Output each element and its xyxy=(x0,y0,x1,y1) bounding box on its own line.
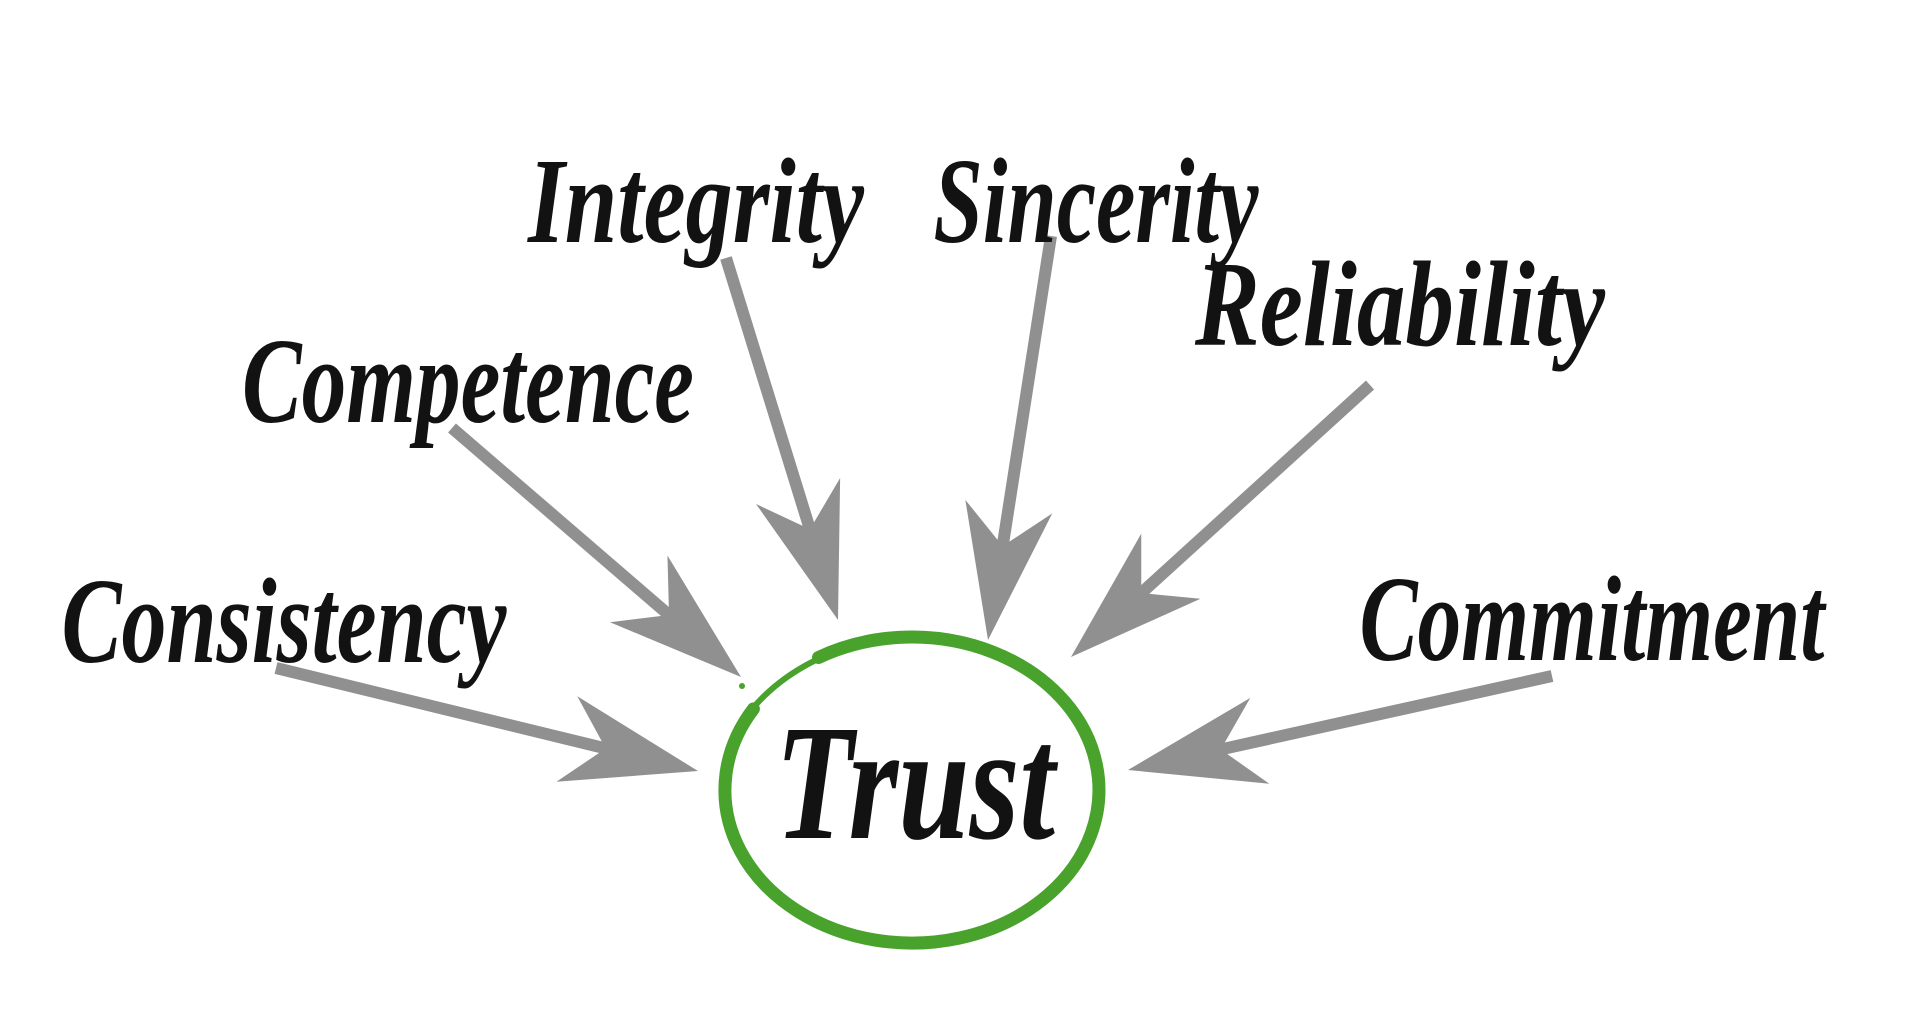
trust-circle-speck xyxy=(739,683,745,689)
labels-layer: Consistency Competence Integrity SincerityR… xyxy=(62,134,1827,689)
trust-circle xyxy=(718,630,1106,950)
factor-label-integrity: Integrity xyxy=(526,134,864,269)
factor-label-consistency: Consistency xyxy=(62,554,508,689)
factor-label-reliability: Reliability xyxy=(1194,237,1605,372)
trust-circle-flick xyxy=(745,639,867,717)
arrows-layer xyxy=(274,235,1554,784)
arrow-commitment xyxy=(1127,670,1554,784)
factor-label-competence: Competence xyxy=(242,314,694,449)
factor-label-sincerity: Sincerity xyxy=(934,134,1260,269)
trust-center-label: Trust xyxy=(775,691,1058,874)
arrow-integrity xyxy=(720,256,841,620)
arrow-competence xyxy=(448,423,741,677)
arrow-reliability xyxy=(1071,380,1375,658)
arrow-sincerity xyxy=(965,235,1057,641)
factor-label-commitment: Commitment xyxy=(1360,552,1827,687)
trust-circle-stroke xyxy=(718,630,1106,950)
arrow-consistency xyxy=(274,662,698,782)
